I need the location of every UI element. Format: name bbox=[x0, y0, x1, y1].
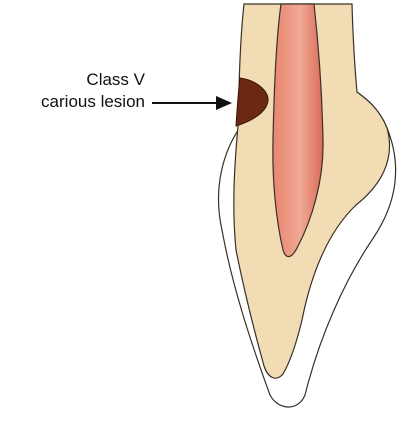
arrow-right-icon bbox=[152, 96, 232, 110]
lesion-label-line-2: carious lesion bbox=[41, 92, 145, 112]
lesion-label-line-1: Class V bbox=[86, 70, 145, 90]
